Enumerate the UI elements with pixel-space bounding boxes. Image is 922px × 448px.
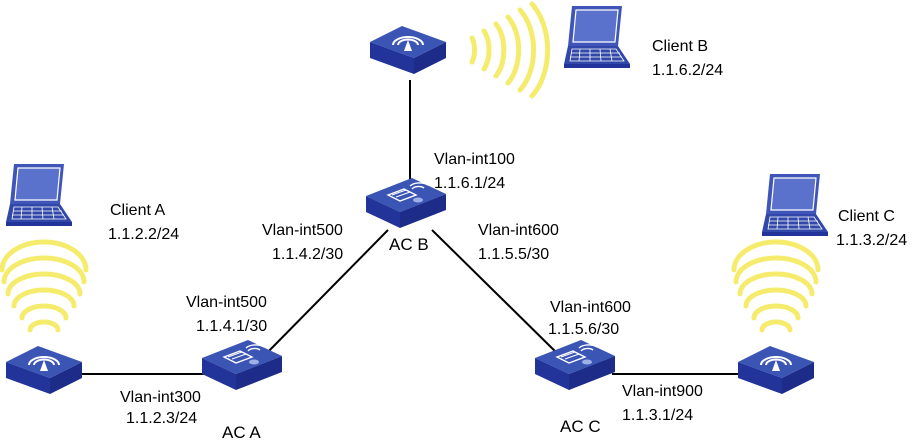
- wireless-signal-ap-a: [0, 239, 89, 333]
- iface-acb-100-ip: 1.1.6.1/24: [434, 175, 505, 192]
- laptop-icon: [5, 163, 73, 227]
- iface-aca-500-ip: 1.1.4.1/30: [196, 318, 267, 335]
- iface-acc-900-ip: 1.1.3.1/24: [622, 407, 693, 424]
- client-a-laptop: [5, 163, 73, 227]
- iface-aca-500-name: Vlan-int500: [186, 294, 267, 311]
- client-a-ip: 1.1.2.2/24: [108, 226, 179, 243]
- iface-acb-600-ip: 1.1.5.5/30: [478, 246, 549, 263]
- client-c-name: Client C: [838, 208, 895, 225]
- iface-acc-600-name: Vlan-int600: [550, 299, 631, 316]
- iface-acb-500-ip: 1.1.4.2/30: [272, 246, 343, 263]
- client-a-name: Client A: [110, 202, 165, 219]
- wireless-signal-ap-b: [469, 1, 551, 99]
- client-b-laptop: [563, 5, 631, 69]
- access-point-icon: [5, 345, 83, 395]
- client-b-ip: 1.1.6.2/24: [652, 62, 723, 79]
- device-label-ac-b: AC B: [389, 235, 429, 254]
- iface-acc-900-name: Vlan-int900: [622, 383, 703, 400]
- ac-c: AC C: [534, 339, 616, 436]
- iface-aca-300-ip: 1.1.2.3/24: [126, 410, 197, 427]
- access-point-c: [737, 345, 815, 395]
- links: [82, 80, 740, 375]
- ac-switch-icon: [201, 339, 283, 391]
- device-label-ac-a: AC A: [222, 423, 261, 442]
- ac-a: AC A: [201, 339, 283, 442]
- access-point-icon: [737, 345, 815, 395]
- iface-acb-100-name: Vlan-int100: [434, 151, 515, 168]
- laptop-icon: [563, 5, 631, 69]
- client-c-laptop: [761, 173, 829, 237]
- wireless-signal-ap-c: [731, 239, 821, 333]
- iface-aca-300-name: Vlan-int300: [120, 389, 201, 406]
- ac-b: AC B: [365, 177, 447, 254]
- iface-acc-600-ip: 1.1.5.6/30: [548, 321, 619, 338]
- access-point-a: [5, 345, 83, 395]
- link-acb-acc: [431, 229, 563, 359]
- access-point-icon: [369, 25, 447, 75]
- ac-switch-icon: [534, 339, 616, 391]
- client-c-ip: 1.1.3.2/24: [836, 232, 907, 249]
- iface-acb-500-name: Vlan-int500: [262, 222, 343, 239]
- link-acb-aca: [261, 229, 389, 359]
- iface-acb-600-name: Vlan-int600: [478, 222, 559, 239]
- laptop-icon: [761, 173, 829, 237]
- access-point-b: [369, 25, 447, 75]
- device-label-ac-c: AC C: [560, 417, 601, 436]
- client-b-name: Client B: [652, 38, 708, 55]
